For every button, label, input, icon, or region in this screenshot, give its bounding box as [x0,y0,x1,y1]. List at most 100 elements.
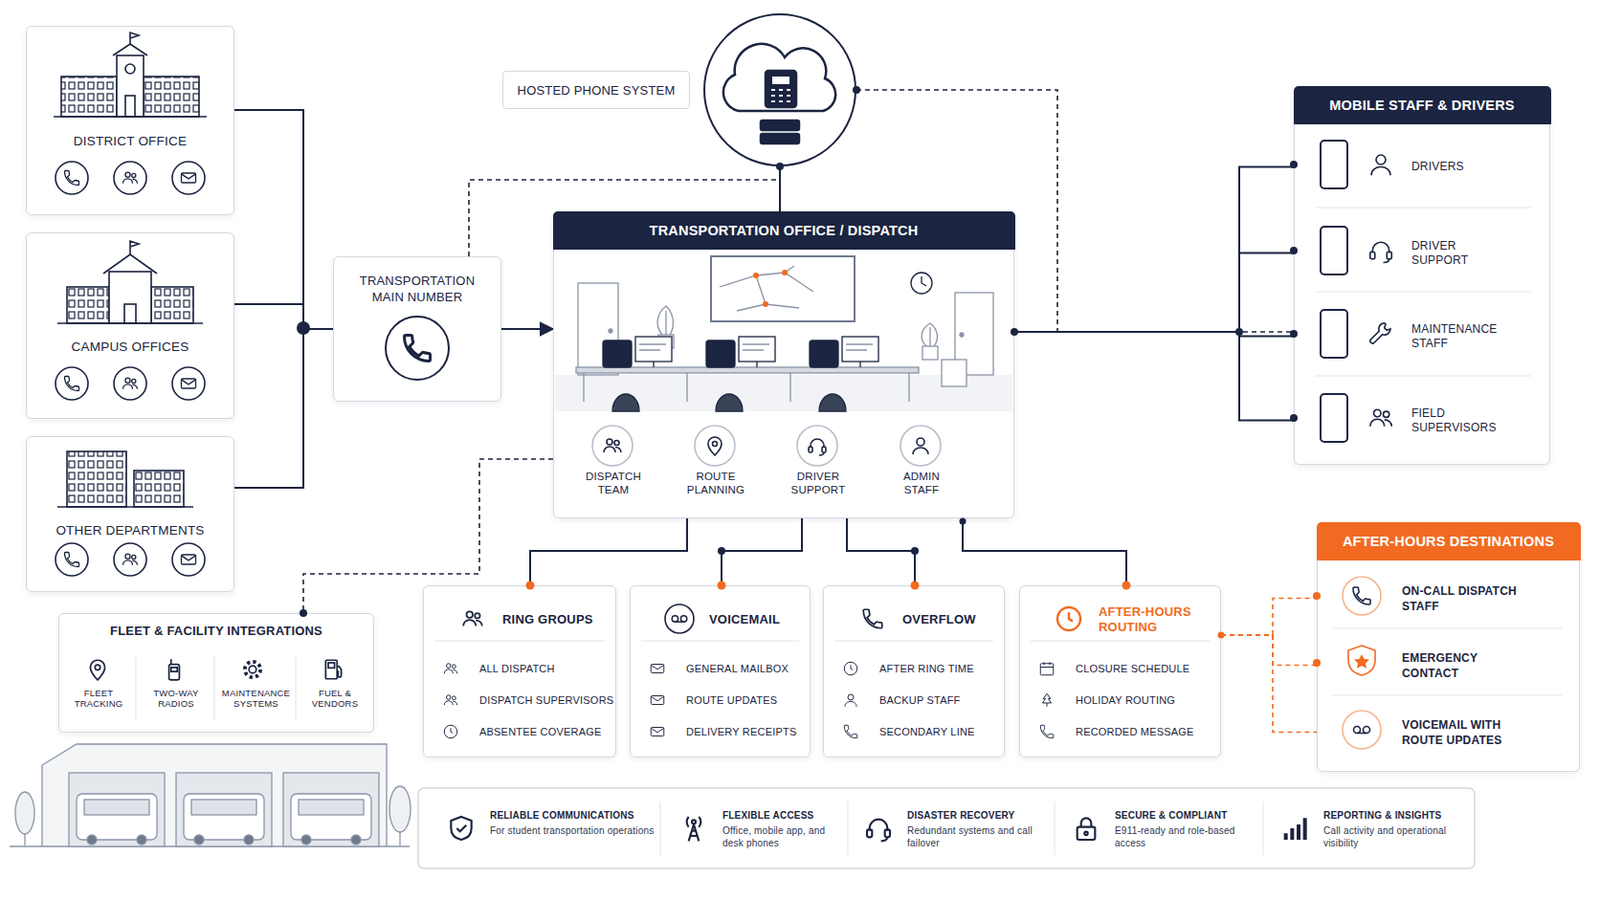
mobile-device-icons [1370,323,1391,344]
destination-row: VOICEMAIL WITH ROUTE UPDATES [1317,699,1581,766]
benefit-bar [1077,818,1096,841]
dispatch-office-illustration [762,301,769,308]
contact-icons [113,543,147,577]
bus-garage-illustration [290,794,372,841]
connector [846,518,915,586]
workstations [715,394,743,412]
destination-icons [1354,654,1370,669]
mobile-device-icons [1314,207,1532,377]
office-buildings [53,115,207,118]
fleet-icons [169,659,180,681]
card-icons [1057,607,1081,631]
dispatch-office-illustration [959,333,964,337]
node-text: SECONDARY LINE [879,716,1004,749]
junction-dots [296,321,311,335]
junction-dots [1289,330,1298,338]
connector [962,518,1127,586]
card-icons [434,641,1210,643]
feature-card: AFTER-HOURS ROUTINGCLOSURE SCHEDULEHOLID… [1019,585,1222,758]
benefit-item: RELIABLE COMMUNICATIONSFor student trans… [437,790,656,870]
contact-icons [181,173,197,183]
contact-icons [123,377,138,390]
office-buildings [57,322,203,325]
junction-dots [1289,246,1298,255]
office-buildings [112,44,148,56]
node-text: Call activity and operational visibility [1323,824,1470,850]
service-icons [694,425,735,467]
contact-icons [55,367,89,400]
junction-dots [717,547,726,556]
workstations [819,394,846,412]
node-text: ROUTE UPDATES [686,685,810,717]
office-buildings [124,304,136,324]
connector [1221,635,1318,667]
destination-icons [1342,711,1381,750]
junction-dots [852,86,861,94]
card-icons [671,616,688,623]
benefit-bar [687,817,702,842]
mobile-device-icons [1371,155,1391,176]
destination-icons [1332,628,1562,696]
office-buildings [66,287,110,324]
bus-garage-illustration [194,835,204,845]
workstations [602,340,632,368]
node-title: FLEET & FACILITY INTEGRATIONS [59,623,374,639]
contact-icons [181,555,197,565]
node-title: FIELD SUPERVISORS [1411,406,1512,436]
node-title: DRIVERS [1411,159,1465,175]
office-buildings [133,470,184,508]
connector [234,304,334,330]
office-buildings [53,32,207,508]
node-title: DRIVER SUPPORT [781,469,855,497]
cloud-phone-icon [771,89,791,102]
node-title: MAINTENANCE STAFF [1411,322,1512,352]
dispatch-office-illustration [576,367,919,374]
service-icons [592,425,633,467]
office-card: OTHER DEPARTMENTS [25,436,235,593]
feature-card: OVERFLOWAFTER RING TIMEBACKUP STAFFSECON… [822,585,1005,758]
dispatch-office-illustration [711,256,855,322]
node-title: FUEL & VENDORS [299,688,371,710]
contact-icons [123,554,138,566]
service-icons [900,425,941,467]
dispatch-office-illustration [941,359,967,387]
bus-garage-illustration [244,835,254,845]
office-buildings [103,254,157,274]
contact-icons [113,367,147,400]
contact-icons [172,543,205,577]
dispatch-office-illustration [657,306,673,335]
card-icons [650,728,665,737]
connector [1014,167,1295,334]
card-icons [444,725,458,739]
node-text: GENERAL MAILBOX [686,653,810,686]
office-buildings [151,287,194,324]
junction-dots [776,162,784,171]
benefit-bar [418,788,1475,869]
workstations [602,336,879,412]
workstations [738,336,776,362]
workstations [635,336,672,362]
branch-dots [1312,592,1321,600]
contact-icons [65,171,80,186]
node-text: DELIVERY RECEIPTS [686,716,810,749]
service-icons [708,437,722,456]
contact-icons [172,367,205,400]
bus-garage-illustration [84,800,150,816]
dispatch-office-illustration [753,272,759,279]
cloud-phone-icon [760,133,800,144]
node-text: DISPATCH SUPERVISORS [479,685,616,717]
junction-dots [296,86,1298,618]
node-text: E911-ready and role-based access [1114,824,1262,850]
mobile-device-icons [1370,409,1393,427]
destination-icons [1353,587,1371,605]
cloud-phone-icon [760,120,800,131]
benefit-bar [866,820,890,843]
node-title: SECURE & COMPLIANT [1114,809,1262,823]
bus-garage-illustration [301,835,312,845]
office-buildings [57,506,194,509]
node-title: ROUTE PLANNING [679,469,753,497]
branch-dots [526,581,1322,668]
benefit-bar [1286,818,1306,841]
staff-row: DRIVERS [1294,127,1552,207]
